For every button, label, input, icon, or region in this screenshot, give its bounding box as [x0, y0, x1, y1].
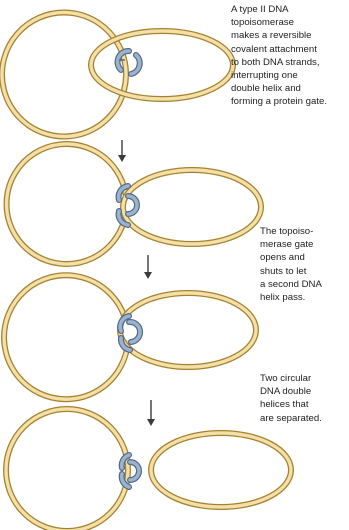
caption-step-3: Two circular DNA double helices that are…: [260, 372, 348, 425]
stage-4-separated-dna: [6, 409, 291, 530]
stage-2-gate-open: [7, 144, 261, 264]
stage-3-helix-passing: [4, 275, 256, 399]
arrow-down-2: [144, 255, 152, 279]
arrow-down-1: [118, 140, 126, 162]
caption-step-2: The topoiso- merase gate opens and shuts…: [260, 225, 348, 304]
caption-step-1: A type II DNA topoisomerase makes a reve…: [231, 3, 349, 109]
arrow-down-3: [147, 400, 155, 426]
stage-1-interlocked-dna: [2, 12, 233, 136]
